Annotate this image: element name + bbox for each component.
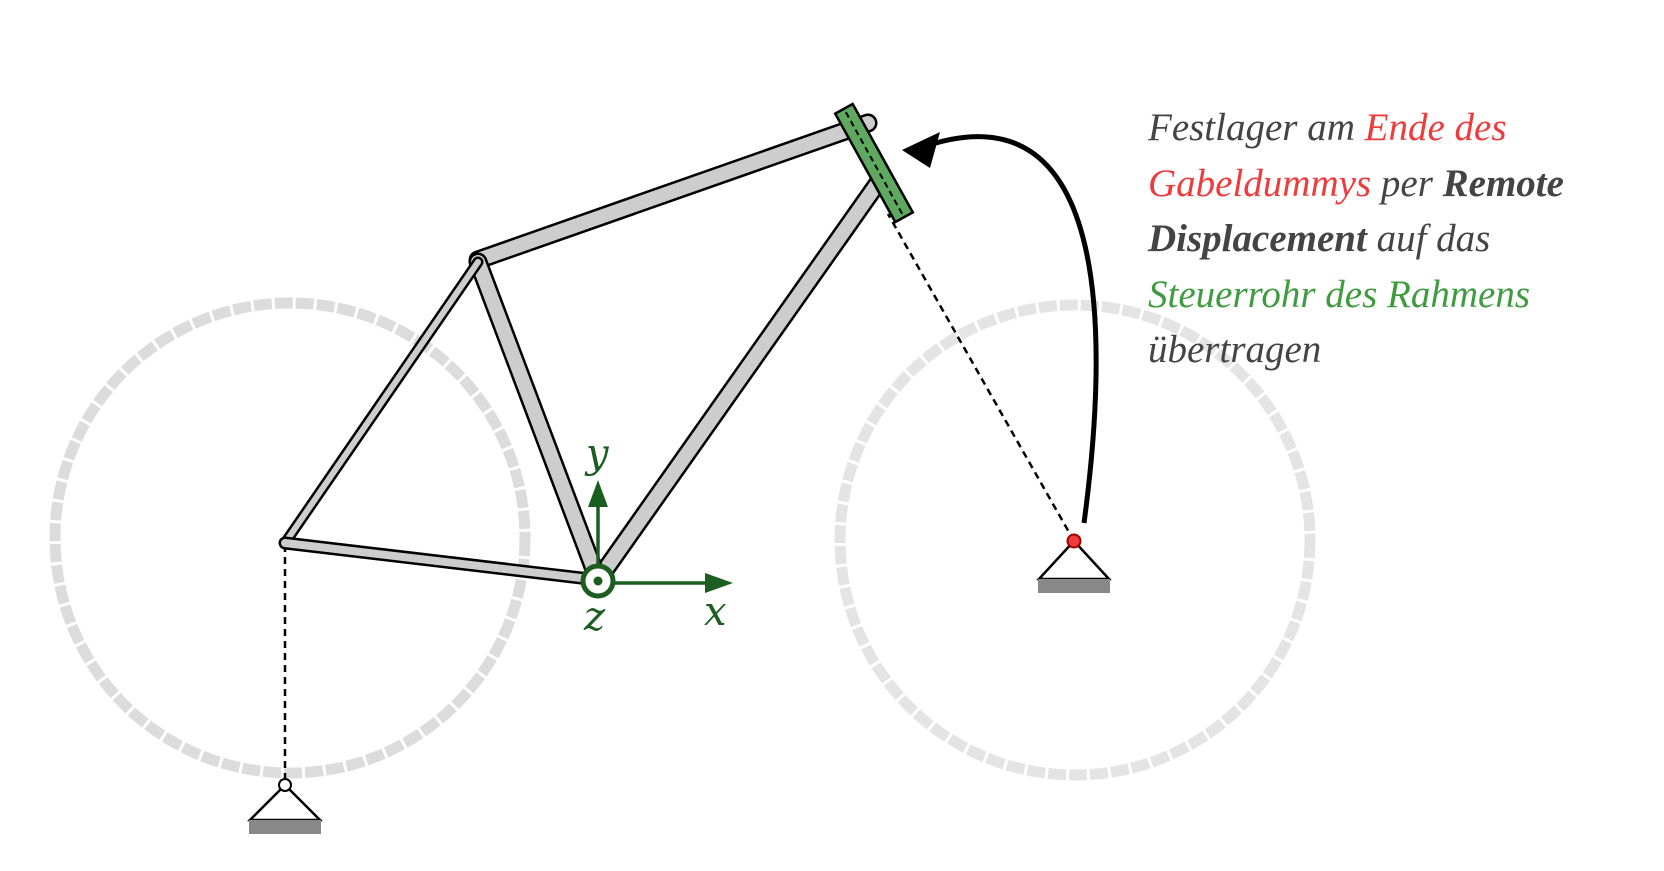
rear-fixed-support [246,778,324,834]
z-axis-dot [593,576,603,586]
front-fixed-support [1036,533,1112,593]
front-wheel [834,299,1316,781]
y-axis-label: y [584,431,610,477]
x-axis-arrow-icon [705,573,733,593]
annotation-line2-plain: per [1371,161,1443,205]
top-tube [471,116,875,267]
frame [278,113,890,590]
annotation-line5-plain: übertragen [1148,328,1322,371]
annotation-line2-red: Gabeldummys [1148,161,1372,205]
y-axis-arrow-icon [588,480,608,507]
seat-tube [471,255,605,587]
annotation-line3-bold: Displacement [1148,217,1367,260]
rear-wheel [49,297,531,779]
annotation-line3-plain: auf das [1366,217,1491,260]
z-axis-label: z [583,594,606,640]
annotation-line1-plain: Festlager am [1148,106,1365,149]
remote-displacement-arrow [911,134,1099,524]
annotation-line2-bold: Remote [1442,161,1564,205]
x-axis-label: x [704,589,727,635]
down-tube [591,173,887,587]
arrow-head-icon [902,132,940,168]
annotation-line4-green: Steuerrohr des Rahmens [1148,272,1531,316]
front-support-dashed-line [886,213,1076,542]
seat-stay [282,259,481,546]
head-tube [833,102,915,224]
annotation-line1-red: Ende des [1364,106,1507,149]
annotation-text: Festlager am Ende des Gabeldummys per Re… [1148,100,1648,378]
chain-stay [281,539,602,584]
